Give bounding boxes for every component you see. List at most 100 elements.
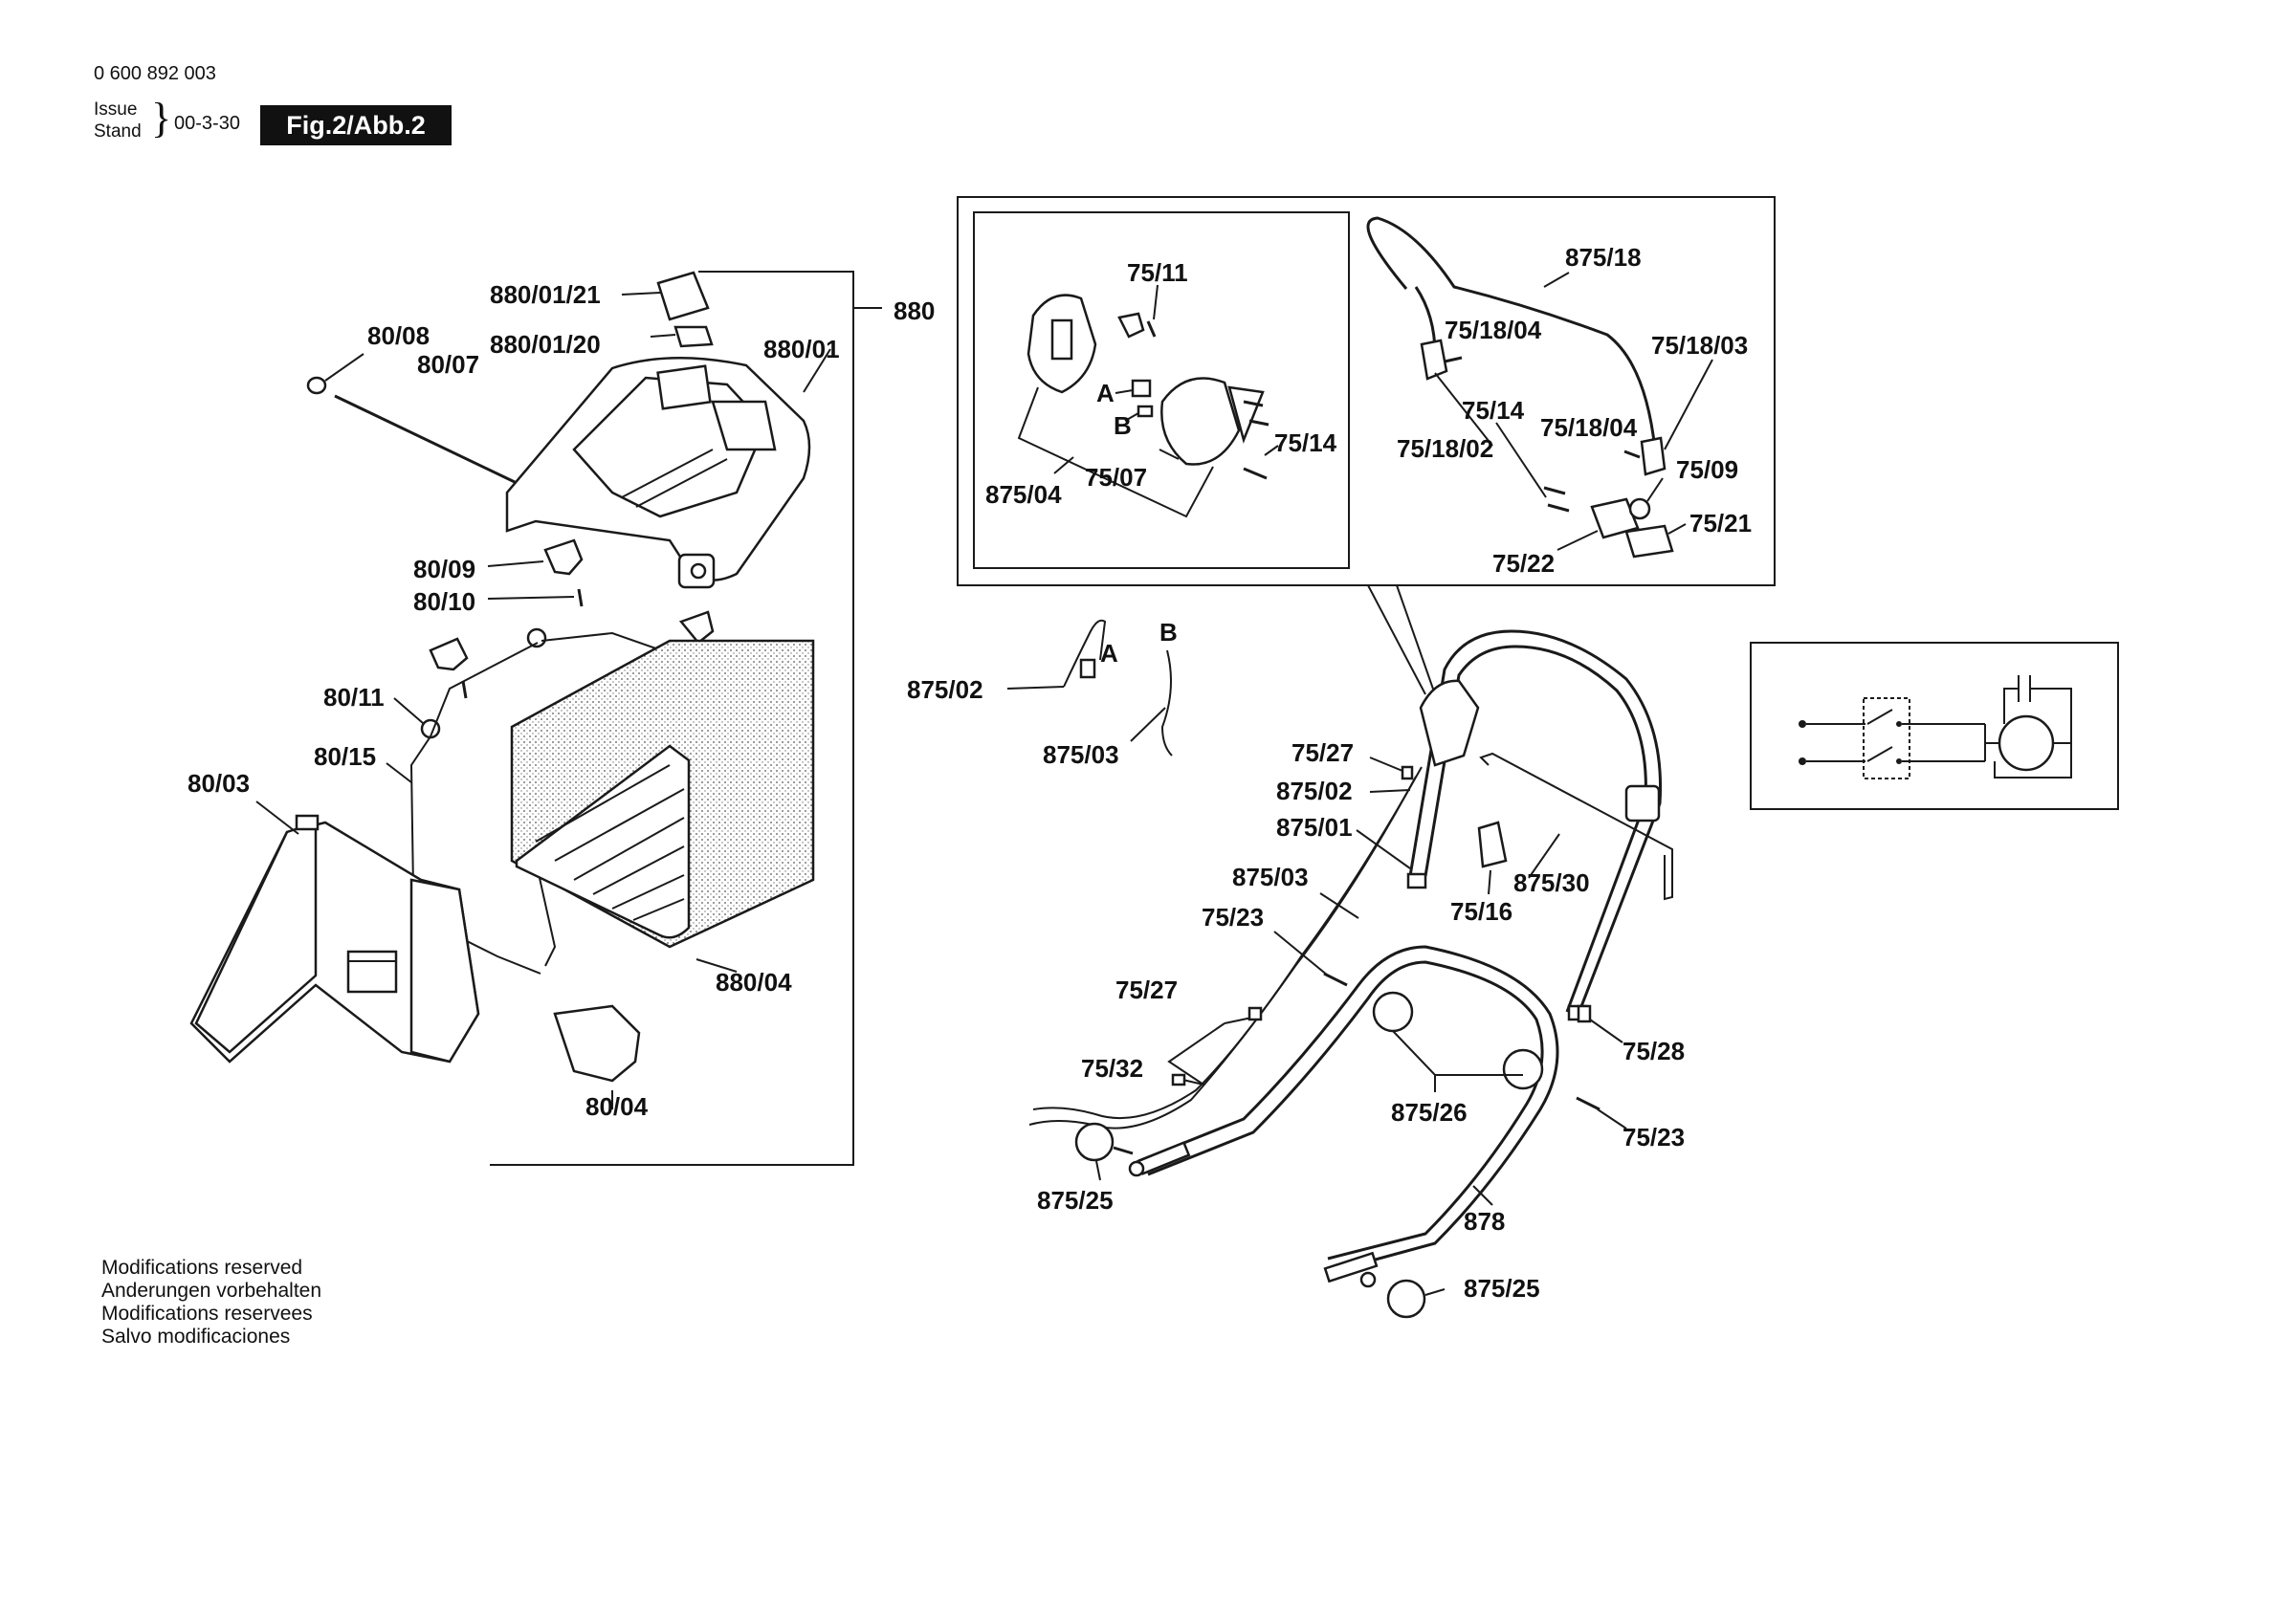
leader-75-23b <box>1597 1108 1627 1130</box>
callout-a-detail: A <box>1096 379 1115 407</box>
callout-80-15: 80/15 <box>314 742 376 771</box>
leader-875-02a <box>1006 686 1065 690</box>
handle-slot-right <box>1323 1251 1379 1283</box>
leader-80-08 <box>324 353 364 382</box>
switch-knob-75-11 <box>1117 312 1145 339</box>
callout-75-32: 75/32 <box>1081 1054 1143 1083</box>
leader-75-16 <box>1488 869 1491 895</box>
detail-pointer-left <box>1367 584 1426 695</box>
callout-880-01-20: 880/01/20 <box>490 330 601 359</box>
callout-880-01: 880/01 <box>763 335 840 363</box>
hook-top <box>526 627 547 648</box>
switch-detail-box <box>957 196 1776 695</box>
callout-75-16: 75/16 <box>1450 897 1512 926</box>
handle-clip-right <box>1624 784 1661 822</box>
knob-80-08 <box>306 376 327 395</box>
screw-75-14c <box>1243 467 1268 480</box>
callout-75-18-04-lower: 75/18/04 <box>1540 413 1638 442</box>
wire-frame-left <box>409 642 539 890</box>
screw-75-11 <box>1146 320 1157 338</box>
cable-875-03 <box>1160 649 1173 757</box>
motor-symbol <box>1998 714 2055 772</box>
part-75-27a <box>1401 765 1414 780</box>
screw-75-18-04a <box>1444 356 1463 363</box>
detail-frame-outer <box>957 196 1776 586</box>
switch-plate <box>1227 385 1265 444</box>
note-es: Salvo modificaciones <box>101 1326 291 1348</box>
callout-875-04: 875/04 <box>985 480 1062 509</box>
rod-80-07 <box>334 394 516 484</box>
grass-box-assembly <box>189 271 882 1166</box>
part-number: 0 600 892 003 <box>94 63 216 84</box>
callout-875-18: 875/18 <box>1565 243 1642 272</box>
note-de: Anderungen vorbehalten <box>101 1280 322 1302</box>
screw-80-10 <box>577 588 584 607</box>
issue-label: Issue <box>94 99 138 120</box>
lower-handle-878-inner <box>1147 960 1544 1261</box>
switch-75-22 <box>1590 497 1640 539</box>
cable-guide-875-30 <box>1479 752 1673 901</box>
leader-875-18 <box>1543 272 1570 288</box>
note-fr: Modifications reservees <box>101 1303 313 1325</box>
callout-878: 878 <box>1464 1207 1505 1236</box>
knob-875-26b <box>1502 1048 1544 1090</box>
upper-handle-875-01 <box>1408 629 1663 1015</box>
callout-75-22: 75/22 <box>1492 549 1555 578</box>
callout-80-09: 80/09 <box>413 555 475 583</box>
callout-75-27-upper: 75/27 <box>1292 738 1354 767</box>
callout-875-30: 875/30 <box>1513 868 1590 897</box>
bracket-75-27b <box>1167 1022 1225 1086</box>
cable-plug-a <box>1079 658 1096 679</box>
switch-housing-insert <box>1050 318 1073 361</box>
callout-80-03: 80/03 <box>188 769 250 798</box>
clip-75-18-02 <box>1420 339 1448 381</box>
leader-75-14b <box>1495 422 1547 498</box>
leader-875-03b <box>1319 892 1359 919</box>
screw-75-14d <box>1543 486 1566 495</box>
washer-875-25a <box>1128 1160 1145 1177</box>
lid-880-01 <box>505 357 811 589</box>
note-en: Modifications reserved <box>101 1257 303 1279</box>
callout-875-26: 875/26 <box>1391 1098 1468 1127</box>
callout-75-09: 75/09 <box>1676 455 1738 484</box>
callout-80-11: 80/11 <box>323 683 385 712</box>
leader-878 <box>1472 1185 1493 1206</box>
part-75-32 <box>1171 1073 1186 1086</box>
callout-75-27-lower: 75/27 <box>1115 976 1178 1004</box>
callout-80-04: 80/04 <box>585 1092 649 1121</box>
leader-875-02b <box>1369 789 1411 793</box>
leader-75-18-03 <box>1664 359 1713 450</box>
leader-80-10 <box>487 596 575 600</box>
handle-assembly <box>1028 629 1673 1319</box>
callout-875-01: 875/01 <box>1276 813 1353 842</box>
cables-detail <box>1006 619 1173 757</box>
screw-75-18-04b <box>1623 450 1641 459</box>
terminal-a <box>1131 379 1152 398</box>
leader-875-01 <box>1356 829 1411 869</box>
callout-a-cable: A <box>1100 639 1118 668</box>
cap-880-01-21 <box>656 271 710 321</box>
callout-80-10: 80/10 <box>413 587 475 616</box>
leader-75-11 <box>1153 284 1159 320</box>
leader-875-03a <box>1130 707 1166 742</box>
callout-875-25-left: 875/25 <box>1037 1186 1114 1215</box>
detail-frame-inner <box>973 211 1350 569</box>
leader-875-30 <box>1528 833 1560 879</box>
leader-80-09 <box>487 560 544 567</box>
bolt-875-25a <box>1113 1146 1134 1155</box>
clip-80-09 <box>543 538 584 576</box>
washer-875-25b <box>1359 1271 1377 1288</box>
leader-75-21 <box>1667 523 1687 535</box>
stand-label: Stand <box>94 121 142 142</box>
part-75-28 <box>1577 1004 1592 1023</box>
cable-875-02 <box>1063 619 1107 688</box>
bracket-875-04 <box>1017 386 1214 518</box>
leader-75-18-02 <box>1434 372 1493 447</box>
knob-875-25a <box>1074 1122 1115 1162</box>
callout-75-18-02: 75/18/02 <box>1397 434 1493 463</box>
callout-labels: 880/01/21 880/01/20 880/01 880 80/08 80/… <box>188 243 1752 1303</box>
callout-875-02-cable: 875/02 <box>907 675 983 704</box>
flap-80-04 <box>553 1004 641 1083</box>
callout-880-04: 880/04 <box>716 968 792 997</box>
